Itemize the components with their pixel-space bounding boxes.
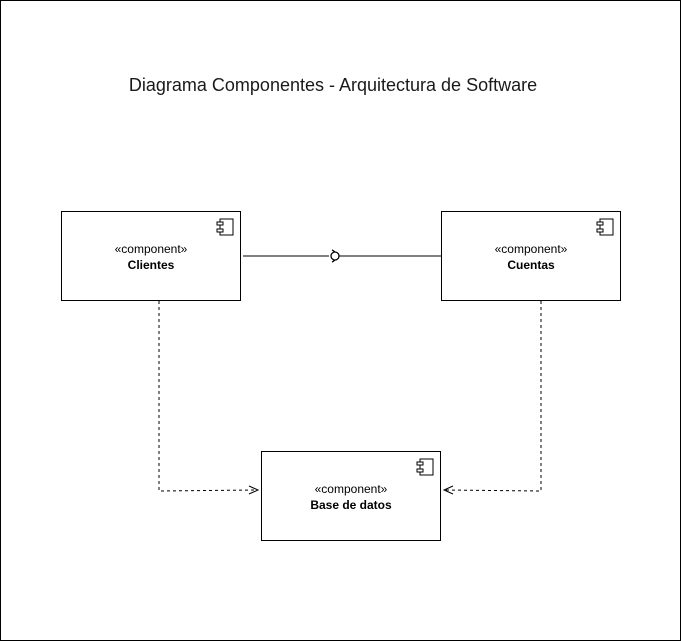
component-stereotype: «component» (494, 242, 568, 256)
component-name: Clientes (127, 258, 175, 272)
interface-socket (331, 249, 337, 263)
dependency-arrowhead-right (442, 485, 454, 495)
component-label: «component» Cuentas (442, 241, 620, 273)
component-name: Base de datos (310, 498, 392, 512)
component-name: Cuentas (507, 258, 555, 272)
component-stereotype: «component» (314, 482, 388, 496)
component-label: «component» Clientes (62, 241, 240, 273)
component-icon (596, 218, 614, 236)
dependency-cuentas-base-de-datos (444, 301, 542, 492)
component-label: «component» Base de datos (262, 481, 440, 513)
component-clientes[interactable]: «component» Clientes (61, 211, 241, 301)
interface-ball (330, 251, 340, 261)
dependency-arrowhead-left (248, 485, 260, 495)
component-icon (416, 458, 434, 476)
component-base-de-datos[interactable]: «component» Base de datos (261, 451, 441, 541)
diagram-title: Diagrama Componentes - Arquitectura de S… (128, 75, 538, 95)
component-stereotype: «component» (114, 242, 188, 256)
dependency-clientes-base-de-datos (158, 301, 258, 492)
component-icon (216, 218, 234, 236)
component-cuentas[interactable]: «component» Cuentas (441, 211, 621, 301)
